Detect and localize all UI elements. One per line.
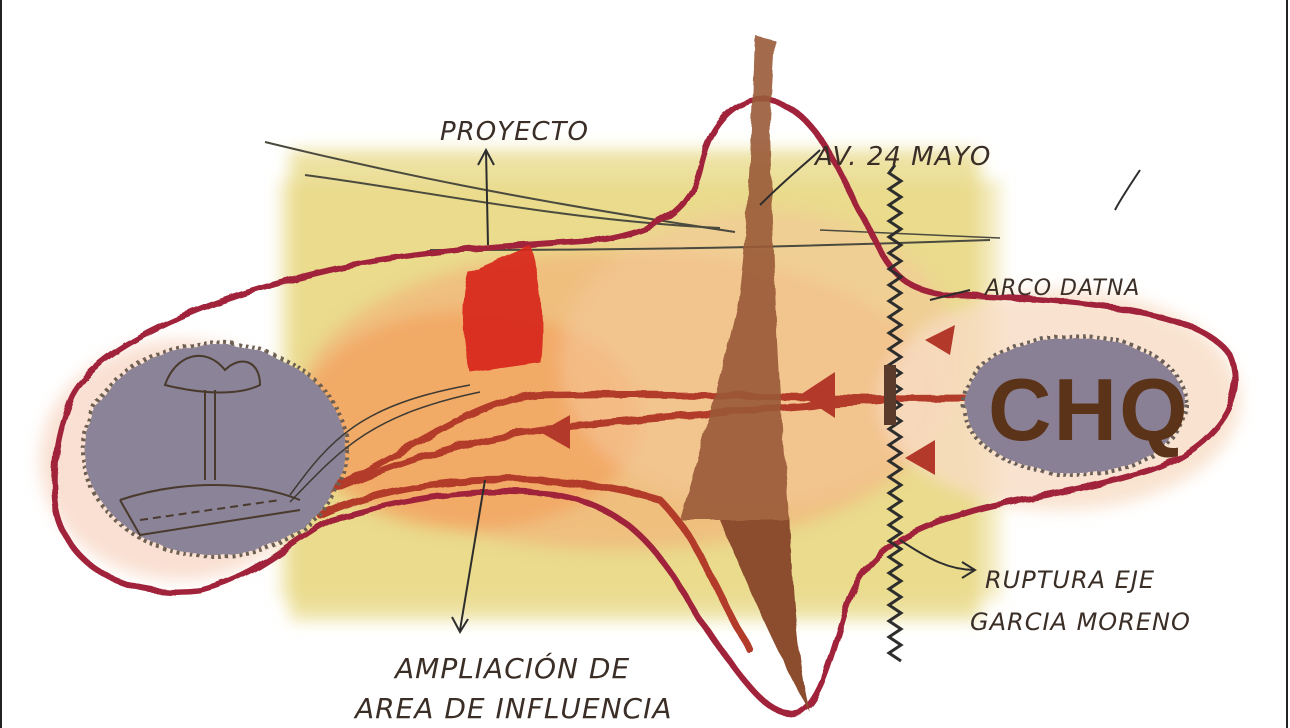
label-ruptura-2: GARCIA MORENO (970, 608, 1191, 636)
label-ampliacion-1: AMPLIACIÓN DE (393, 651, 630, 685)
chq-label: CHQ (988, 360, 1190, 459)
label-ruptura-1: RUPTURA EJE (985, 566, 1155, 594)
axis-bar (884, 365, 896, 425)
label-arco: ARCO DATNA (983, 276, 1140, 301)
label-proyecto: PROYECTO (440, 117, 589, 147)
label-ampliacion-2: AREA DE INFLUENCIA (353, 692, 673, 725)
label-avenida: AV. 24 MAYO (813, 142, 991, 172)
